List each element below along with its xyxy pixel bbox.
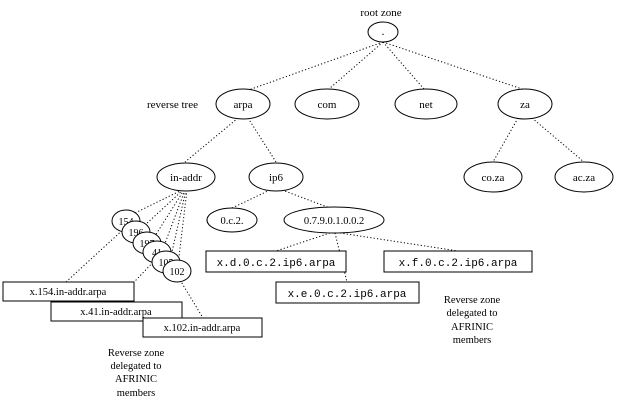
svg-text:arpa: arpa <box>234 99 253 111</box>
svg-text:Reverse zone: Reverse zone <box>444 295 501 306</box>
svg-text:154: 154 <box>119 217 134 228</box>
svg-text:members: members <box>453 335 492 346</box>
note-left: Reverse zone delegated to AFRINIC member… <box>108 348 165 399</box>
svg-text:za: za <box>520 99 530 111</box>
edge-0790-xd <box>275 232 331 252</box>
svg-text:delegated to: delegated to <box>110 361 161 372</box>
svg-text:members: members <box>117 388 156 399</box>
edge-102-x102 <box>179 279 204 319</box>
box-xd: x.d.0.c.2.ip6.arpa <box>205 250 347 273</box>
svg-text:x.d.0.c.2.ip6.arpa: x.d.0.c.2.ip6.arpa <box>217 258 336 270</box>
svg-text:ip6: ip6 <box>269 172 284 184</box>
node-0790: 0.7.9.0.1.0.0.2 <box>283 206 385 234</box>
node-in-addr: in-addr <box>156 162 216 192</box>
node-102: 102 <box>162 259 192 283</box>
box-x41: x.41.in-addr.arpa <box>50 301 183 322</box>
reverse-tree-label: reverse tree <box>147 99 198 111</box>
node-co-za: co.za <box>463 161 523 193</box>
note-right: Reverse zone delegated to AFRINIC member… <box>444 295 501 346</box>
edge-arpa-inaddr <box>184 117 239 163</box>
svg-text:com: com <box>318 99 337 111</box>
node-ac-za: ac.za <box>554 161 614 193</box>
node-arpa: arpa <box>215 88 271 120</box>
svg-text:x.f.0.c.2.ip6.arpa: x.f.0.c.2.ip6.arpa <box>399 258 518 270</box>
edge-154-x154 <box>65 225 128 283</box>
edge-root-arpa <box>242 41 384 93</box>
svg-text:net: net <box>419 99 432 111</box>
edge-inaddr-197 <box>154 189 185 237</box>
svg-text:x.102.in-addr.arpa: x.102.in-addr.arpa <box>164 323 241 334</box>
edge-inaddr-105 <box>170 189 187 257</box>
svg-text:0.c.2.: 0.c.2. <box>220 216 243 227</box>
box-x154: x.154.in-addr.arpa <box>2 281 135 302</box>
box-xe: x.e.0.c.2.ip6.arpa <box>275 281 420 304</box>
edge-root-net <box>382 41 425 90</box>
node-root: . <box>367 21 399 43</box>
svg-text:AFRINIC: AFRINIC <box>115 374 157 385</box>
node-0c2: 0.c.2. <box>206 207 258 233</box>
svg-text:in-addr: in-addr <box>170 172 202 184</box>
edge-za-acza <box>531 117 585 163</box>
box-xf: x.f.0.c.2.ip6.arpa <box>383 250 533 273</box>
edge-inaddr-102 <box>177 189 188 266</box>
node-za: za <box>497 88 553 120</box>
edge-inaddr-41 <box>163 189 186 247</box>
svg-text:ac.za: ac.za <box>573 172 595 184</box>
edge-za-coza <box>492 117 519 163</box>
svg-text:196: 196 <box>129 228 144 239</box>
edge-root-com <box>328 41 384 90</box>
edge-inaddr-154 <box>134 189 183 214</box>
edge-0790-xf <box>339 232 459 252</box>
svg-text:Reverse zone: Reverse zone <box>108 348 165 359</box>
svg-text:co.za: co.za <box>482 172 505 184</box>
node-net: net <box>394 88 458 120</box>
svg-text:102: 102 <box>170 267 185 278</box>
svg-text:delegated to: delegated to <box>446 308 497 319</box>
svg-text:0.7.9.0.1.0.0.2: 0.7.9.0.1.0.0.2 <box>304 216 364 227</box>
edge-arpa-ip6 <box>247 117 277 163</box>
svg-text:x.e.0.c.2.ip6.arpa: x.e.0.c.2.ip6.arpa <box>288 289 407 301</box>
svg-text:AFRINIC: AFRINIC <box>451 322 493 333</box>
svg-text:.: . <box>382 24 385 38</box>
edge-root-za <box>382 41 526 91</box>
svg-text:x.41.in-addr.arpa: x.41.in-addr.arpa <box>80 307 152 318</box>
node-com: com <box>294 88 360 120</box>
svg-text:x.154.in-addr.arpa: x.154.in-addr.arpa <box>30 287 107 298</box>
box-x102: x.102.in-addr.arpa <box>142 317 263 338</box>
edge-ip6-0c2 <box>231 189 271 209</box>
edge-ip6-0790 <box>281 189 331 209</box>
node-ip6: ip6 <box>248 162 304 192</box>
root-zone-label: root zone <box>360 7 401 19</box>
tree-edges <box>65 41 585 319</box>
edge-inaddr-196 <box>144 189 184 226</box>
